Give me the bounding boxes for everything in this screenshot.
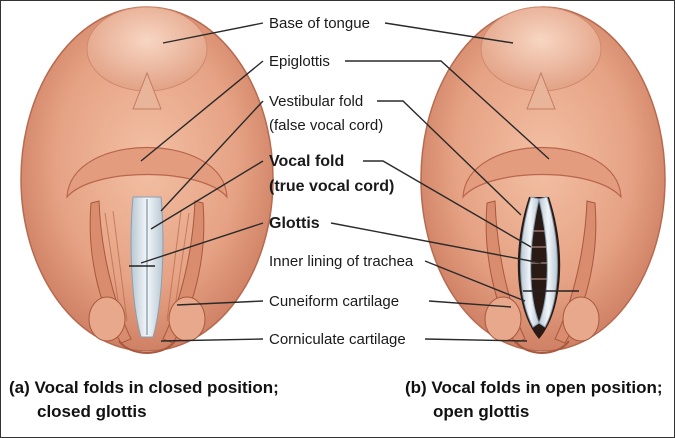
caption-b-line1: (b) Vocal folds in open position; bbox=[405, 378, 663, 397]
label-vestibular-fold: Vestibular fold bbox=[269, 93, 363, 110]
label-base-of-tongue: Base of tongue bbox=[269, 15, 370, 32]
label-epiglottis: Epiglottis bbox=[269, 53, 330, 70]
larynx-closed-illustration bbox=[21, 7, 273, 353]
label-true-vocal-cord: (true vocal cord) bbox=[269, 178, 394, 195]
caption-a-line1: (a) Vocal folds in closed position; bbox=[9, 378, 279, 397]
label-vocal-fold: Vocal fold bbox=[269, 153, 344, 170]
label-glottis: Glottis bbox=[269, 215, 320, 232]
caption-b-line2: open glottis bbox=[433, 402, 529, 421]
caption-a-line2: closed glottis bbox=[37, 402, 147, 421]
label-cuneiform-cartilage: Cuneiform cartilage bbox=[269, 293, 399, 310]
label-inner-lining-of-trachea: Inner lining of trachea bbox=[269, 253, 414, 270]
larynx-open-illustration bbox=[421, 7, 665, 353]
label-corniculate-cartilage: Corniculate cartilage bbox=[269, 331, 406, 348]
label-false-vocal-cord: (false vocal cord) bbox=[269, 117, 383, 134]
